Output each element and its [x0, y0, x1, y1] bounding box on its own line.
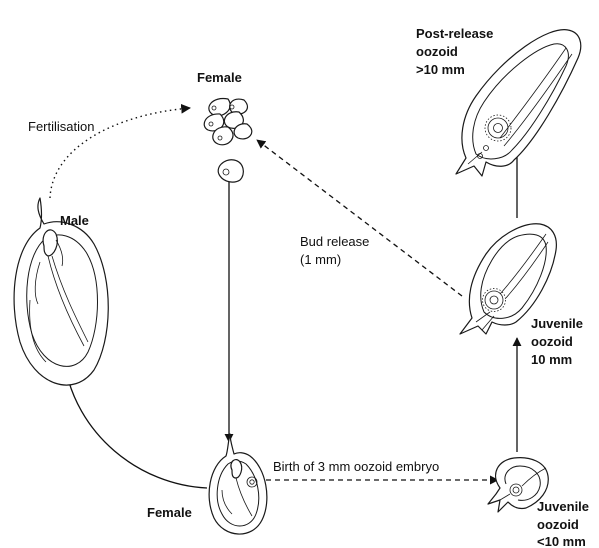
fertilisation-label: Fertilisation — [28, 119, 94, 134]
post-release-label-line3: >10 mm — [416, 62, 465, 77]
juvenile-small-label-line3: <10 mm — [537, 534, 586, 548]
juvenile-small-label-line1: Juvenile — [537, 499, 589, 514]
bud-release-arrow — [257, 140, 462, 296]
juvenile-mid-label-line3: 10 mm — [531, 352, 572, 367]
male-label: Male — [60, 213, 89, 228]
female-top-label: Female — [197, 70, 242, 85]
birth-label: Birth of 3 mm oozoid embryo — [273, 459, 439, 474]
juvenile-mid-label-line2: oozoid — [531, 334, 573, 349]
juvenile-mid-label-line1: Juvenile — [531, 316, 583, 331]
post-release-label-line2: oozoid — [416, 44, 458, 59]
bud-release-label-line2: (1 mm) — [300, 252, 341, 267]
female-bottom-label: Female — [147, 505, 192, 520]
female-bottom-drawing — [209, 434, 267, 534]
female-single-drawing — [218, 160, 243, 182]
juvenile-small-label-line2: oozoid — [537, 517, 579, 532]
post-release-label-line1: Post-release — [416, 26, 493, 41]
bud-release-label-line1: Bud release — [300, 234, 369, 249]
post-release-oozoid-drawing — [456, 30, 581, 176]
female-bud-chain-drawing — [204, 99, 252, 145]
